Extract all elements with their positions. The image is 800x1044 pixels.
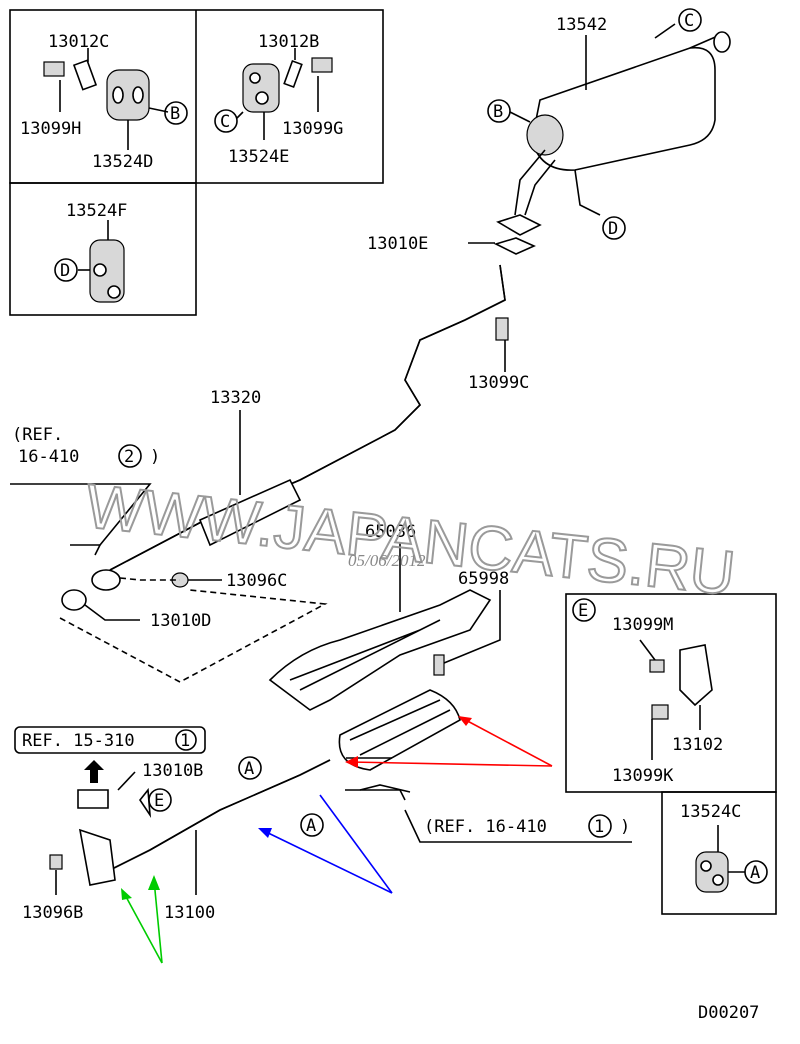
label-13100: 13100 — [164, 903, 215, 923]
ref-15-310-number: 1 — [180, 731, 190, 751]
hanger-13524c — [695, 825, 745, 893]
callout-e: E — [578, 601, 588, 621]
references: (REF. 16-410 2 ) REF. 15-310 1 (REF. 16-… — [12, 425, 630, 838]
callout-a: A — [244, 759, 254, 779]
ref-16-410-2-line1: (REF. — [12, 425, 63, 445]
label-13524c: 13524C — [680, 802, 741, 822]
callout-d: D — [608, 219, 618, 239]
label-13012c: 13012C — [48, 32, 109, 52]
label-13524f: 13524F — [66, 201, 127, 221]
hanger-13524e — [236, 48, 333, 140]
ref-leaders — [10, 483, 411, 793]
red-arrows — [345, 716, 553, 768]
watermark-date: 05/06/2012 — [348, 551, 426, 570]
callout-a: A — [750, 863, 760, 883]
label-65998: 65998 — [458, 569, 509, 589]
label-13542: 13542 — [556, 15, 607, 35]
callout-b: B — [170, 104, 180, 124]
watermark: WWW.JAPANCATS.RU — [82, 472, 738, 609]
detail-box-e — [565, 593, 777, 915]
label-13524e: 13524E — [228, 147, 289, 167]
label-13099c: 13099C — [468, 373, 529, 393]
label-13099g: 13099G — [282, 119, 343, 139]
detail-box-b-c-d — [9, 9, 384, 316]
ref-close-paren: ) — [620, 817, 630, 837]
ref-close-paren: ) — [150, 447, 160, 467]
label-13096b: 13096B — [22, 903, 83, 923]
label-13010d: 13010D — [150, 611, 211, 631]
front-pipe-13100 — [49, 689, 632, 895]
pipe-13320 — [91, 264, 509, 591]
muffler-13542 — [509, 23, 731, 216]
label-13320: 13320 — [210, 388, 261, 408]
callout-c: C — [684, 11, 694, 31]
hanger-13524f — [78, 220, 125, 303]
part-labels: 13012C 13099H 13524D 13012B 13524E 13099… — [20, 15, 759, 1023]
ref-16-410-1: (REF. 16-410 — [424, 817, 547, 837]
gasket-13010d — [59, 589, 328, 683]
gasket-13010e — [468, 214, 542, 255]
blue-arrows — [258, 794, 393, 894]
callout-d: D — [60, 261, 70, 281]
label-13099h: 13099H — [20, 119, 81, 139]
callout-c: C — [220, 112, 230, 132]
label-13096c: 13096C — [226, 571, 287, 591]
callout-e: E — [154, 791, 164, 811]
nut-13096c — [119, 572, 222, 588]
ref-16-410-2-number: 2 — [124, 447, 134, 467]
diagram-code: D00207 — [698, 1003, 759, 1023]
label-13524d: 13524D — [92, 152, 153, 172]
label-13010e: 13010E — [367, 234, 428, 254]
ref-16-410-2-line2: 16-410 — [18, 447, 79, 467]
bracket-13102 — [639, 639, 713, 760]
label-13099m: 13099M — [612, 615, 673, 635]
heat-shield-65036 — [268, 542, 501, 711]
callout-circles: B C D C B D E A A A E — [54, 8, 768, 884]
label-13012b: 13012B — [258, 32, 319, 52]
label-13102: 13102 — [672, 735, 723, 755]
ref-16-410-1-number: 1 — [594, 817, 604, 837]
callout-b: B — [493, 102, 503, 122]
label-65036: 65036 — [365, 522, 416, 542]
label-13010b: 13010B — [142, 761, 203, 781]
green-arrows — [121, 875, 163, 964]
ref-15-310: REF. 15-310 — [22, 731, 135, 751]
label-13099k: 13099K — [612, 766, 674, 786]
callout-a: A — [306, 816, 316, 836]
